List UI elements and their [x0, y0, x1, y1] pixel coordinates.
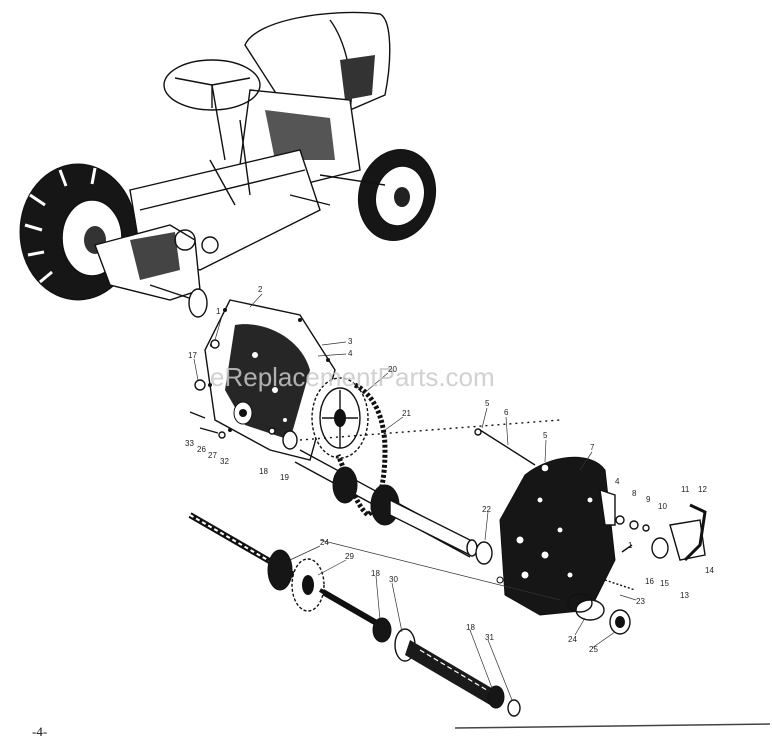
right-side-parts [474, 428, 707, 591]
callout-25: 25 [589, 645, 598, 654]
callout-1-right: 1 [628, 541, 633, 550]
callout-33: 33 [185, 439, 194, 448]
callout-11: 11 [681, 485, 690, 494]
transmission-housing [496, 456, 631, 635]
callout-21: 21 [402, 409, 411, 418]
callout-18: 18 [259, 467, 268, 476]
callout-2: 2 [258, 285, 263, 294]
callout-18-lower: 18 [371, 569, 380, 578]
callout-23: 23 [636, 597, 645, 606]
callout-6: 6 [504, 408, 509, 417]
watermark: eReplacementParts.com [210, 362, 495, 392]
upper-axle-shaft [294, 419, 561, 558]
callout-24: 24 [320, 538, 329, 547]
callout-8: 8 [632, 489, 637, 498]
callout-3: 3 [348, 337, 353, 346]
callout-5: 5 [485, 399, 490, 408]
callout-labels: 2 1 3 4 17 20 21 33 26 27 32 18 19 5 6 5… [185, 285, 714, 654]
footer-rule [454, 723, 771, 729]
callout-4: 4 [348, 349, 353, 358]
callout-18-bottom: 18 [466, 623, 475, 632]
callout-29: 29 [345, 552, 354, 561]
washer-22 [475, 541, 493, 565]
callout-5-lower: 5 [543, 431, 548, 440]
callout-15: 15 [660, 579, 669, 588]
callout-12: 12 [698, 485, 707, 494]
callout-10: 10 [658, 502, 667, 511]
callout-27: 27 [208, 451, 217, 460]
callout-9: 9 [646, 495, 651, 504]
callout-16: 16 [645, 577, 654, 586]
leader-lines [193, 293, 637, 701]
callout-17: 17 [188, 351, 197, 360]
page-number: -4- [32, 724, 47, 739]
callout-22: 22 [482, 505, 491, 514]
callout-13: 13 [680, 591, 689, 600]
callout-24-lower: 24 [568, 635, 577, 644]
callout-31: 31 [485, 633, 494, 642]
fasteners-left [189, 339, 298, 450]
tractor-illustration [19, 11, 437, 318]
callout-19: 19 [280, 473, 289, 482]
callout-20: 20 [388, 365, 397, 374]
callout-7: 7 [590, 443, 595, 452]
large-sprocket [311, 377, 369, 459]
callout-4-right: 4 [615, 477, 620, 486]
callout-30: 30 [389, 575, 398, 584]
callout-32: 32 [220, 457, 229, 466]
callout-14: 14 [705, 566, 714, 575]
callout-26: 26 [197, 445, 206, 454]
gear-cover-plate [204, 299, 336, 461]
callout-1: 1 [216, 307, 221, 316]
lower-axle-assembly [188, 512, 561, 717]
